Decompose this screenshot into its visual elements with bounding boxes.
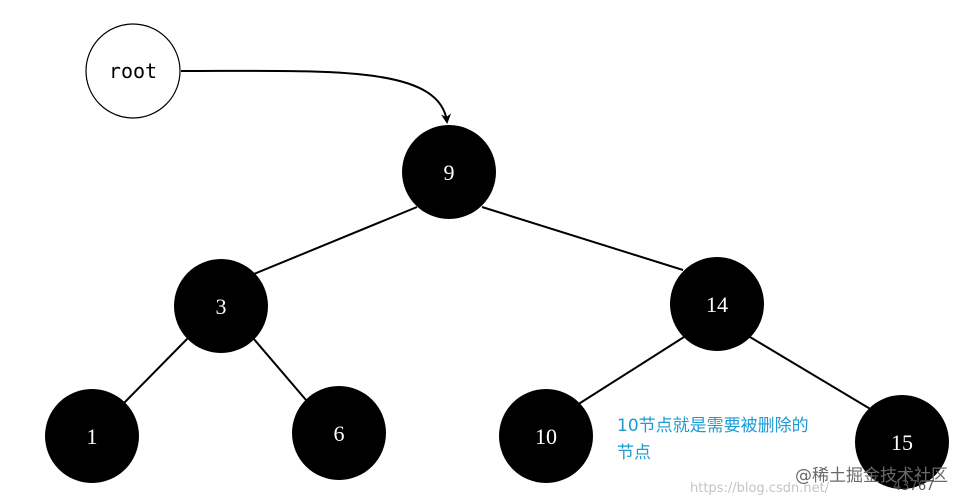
- watermark-brand: @稀土掘金技术社区: [795, 466, 948, 486]
- node-label-10: 10: [535, 424, 557, 449]
- node-label-9: 9: [444, 160, 455, 185]
- edge-9-to-3: [253, 206, 418, 275]
- annotation-line-2: 节点: [617, 443, 651, 463]
- annotation-line-1: 10节点就是需要被删除的: [617, 416, 809, 436]
- node-label-1: 1: [87, 424, 98, 449]
- node-label-6: 6: [334, 421, 345, 446]
- edge-14-to-15: [749, 336, 873, 411]
- edge-3-to-6: [252, 337, 307, 401]
- edge-14-to-10: [576, 336, 685, 406]
- delete-node-annotation: 10节点就是需要被删除的 节点: [617, 416, 809, 463]
- tree-node-14: 14: [670, 257, 764, 351]
- watermark: https://blog.csdn.net/ @稀土掘金技术社区 43767: [690, 466, 948, 496]
- tree-node-6: 6: [292, 386, 386, 480]
- tree-node-3: 3: [174, 259, 268, 353]
- root-node: root: [85, 23, 181, 119]
- node-label-14: 14: [706, 292, 728, 317]
- node-label-3: 3: [216, 294, 227, 319]
- tree-node-1: 1: [45, 389, 139, 483]
- root-label: root: [109, 59, 157, 83]
- edge-9-to-14: [481, 206, 684, 271]
- watermark-url: https://blog.csdn.net/: [690, 481, 830, 496]
- edge-3-to-1: [123, 337, 189, 404]
- watermark-number: 43767: [893, 479, 934, 494]
- tree-node-9: 9: [402, 125, 496, 219]
- node-label-15: 15: [891, 430, 913, 455]
- edges: [123, 69, 873, 411]
- tree-node-15: 15: [855, 395, 949, 489]
- edge-root-to-9: [180, 69, 451, 124]
- tree-node-10: 10: [499, 389, 593, 483]
